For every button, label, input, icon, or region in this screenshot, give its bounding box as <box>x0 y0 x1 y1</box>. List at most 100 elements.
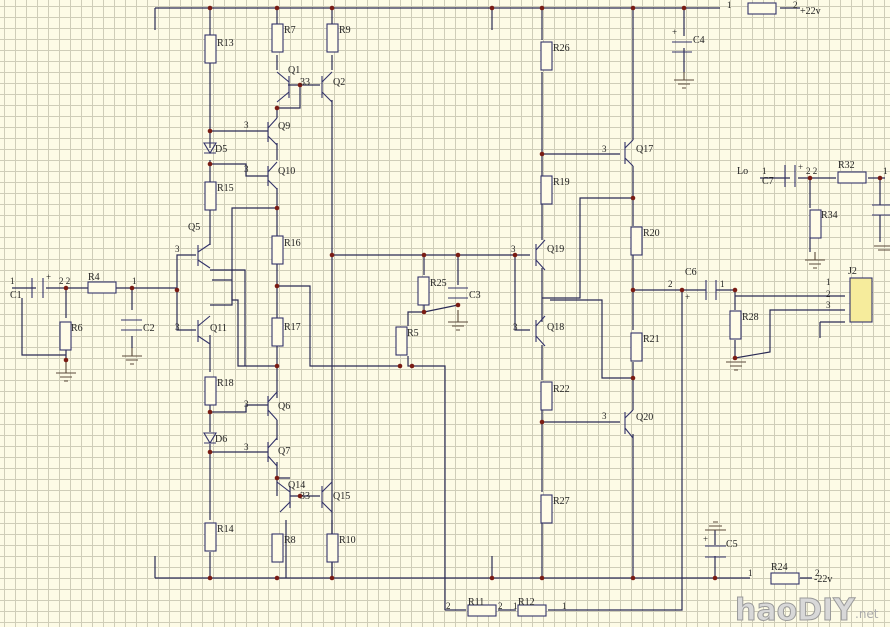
pin-label: 1 <box>562 601 567 611</box>
pin-numbers: 1 + 2 2 1 3 3 3 3 3 3 3 3 3 3 + 1 2 2 + … <box>10 0 888 611</box>
label-plus22v: +22v <box>800 6 821 17</box>
transistor-q9[interactable] <box>267 117 278 146</box>
transistor-q18[interactable] <box>535 315 546 347</box>
ground-icon <box>448 310 468 331</box>
capacitor-c3[interactable] <box>448 287 468 299</box>
capacitor-c1[interactable] <box>31 278 44 298</box>
label-q19: Q19 <box>547 244 564 255</box>
capacitor-c4[interactable] <box>672 41 692 53</box>
pin-label: 3 <box>511 244 516 254</box>
resistor-r7[interactable] <box>271 23 284 53</box>
resistor-r8[interactable] <box>271 533 284 563</box>
label-q17: Q17 <box>636 144 653 155</box>
resistor-r17[interactable] <box>271 317 284 347</box>
pin-label: 2 2 <box>806 166 817 176</box>
label-r24: R24 <box>771 562 788 573</box>
transistor-q6[interactable] <box>267 391 278 421</box>
resistor-r26[interactable] <box>540 41 553 71</box>
capacitor-partial[interactable] <box>872 204 890 216</box>
resistor-r13[interactable] <box>204 34 217 64</box>
watermark-suffix: .net <box>855 607 879 621</box>
pin-label: 3 <box>826 300 831 310</box>
resistor-r14[interactable] <box>204 522 217 552</box>
resistor-r11[interactable] <box>467 604 497 617</box>
transistor-q19[interactable] <box>535 239 546 271</box>
label-33-top: 33 <box>300 77 310 88</box>
transistor-q5[interactable] <box>197 243 211 269</box>
resistor-r12[interactable] <box>517 604 547 617</box>
resistor-r22[interactable] <box>540 381 553 411</box>
label-r4: R4 <box>88 272 100 283</box>
transistors <box>197 71 634 513</box>
transistor-q15[interactable] <box>321 481 333 513</box>
resistor-r6[interactable] <box>59 321 72 351</box>
label-r19: R19 <box>553 177 570 188</box>
resistor-r24[interactable] <box>770 572 800 585</box>
pin-label: 2 <box>668 279 673 289</box>
resistor-r4[interactable] <box>87 281 117 294</box>
label-r14: R14 <box>217 524 234 535</box>
transistor-q17[interactable] <box>624 139 634 167</box>
transistor-q11[interactable] <box>197 315 211 345</box>
diode-d5[interactable] <box>203 142 217 155</box>
resistor-r25[interactable] <box>417 276 430 306</box>
transistor-q20[interactable] <box>624 409 634 439</box>
capacitors <box>31 41 890 558</box>
resistor-plus-rail[interactable] <box>747 2 777 15</box>
ground-icon <box>805 252 825 269</box>
pin-label: + <box>703 534 708 544</box>
label-j2: J2 <box>848 266 857 277</box>
transistor-q2[interactable] <box>321 71 333 103</box>
transistor-q7[interactable] <box>267 437 278 467</box>
resistor-r5[interactable] <box>395 326 408 356</box>
label-c5: C5 <box>726 539 738 550</box>
label-c3: C3 <box>469 290 481 301</box>
resistor-r10[interactable] <box>326 533 339 563</box>
ground-icon <box>122 348 142 365</box>
pin-label: 3 <box>244 442 249 452</box>
resistor-r9[interactable] <box>326 23 339 53</box>
resistor-r15[interactable] <box>204 181 217 211</box>
diode-d6[interactable] <box>203 432 217 445</box>
pin-label: 1 <box>513 601 518 611</box>
capacitor-c6[interactable] <box>705 280 717 300</box>
label-c2: C2 <box>143 323 155 334</box>
capacitor-c5[interactable] <box>705 545 726 558</box>
capacitor-c2[interactable] <box>121 319 142 331</box>
connector-j2[interactable] <box>849 277 873 323</box>
resistor-r27[interactable] <box>540 494 553 524</box>
label-lo: Lo <box>737 166 748 177</box>
pin-label: + <box>672 27 677 37</box>
ground-icon <box>705 521 726 531</box>
transistor-q1[interactable] <box>276 71 290 103</box>
resistor-r18[interactable] <box>204 376 217 406</box>
ground-icon <box>726 361 746 371</box>
pin-label: + <box>685 292 690 302</box>
ground-icon <box>56 360 76 382</box>
resistor-r34[interactable] <box>809 209 822 239</box>
label-d6: D6 <box>215 434 227 445</box>
pin-label: 1 <box>883 166 888 176</box>
transistor-q14[interactable] <box>276 481 291 513</box>
diodes <box>203 142 217 445</box>
resistor-r19[interactable] <box>540 175 553 205</box>
resistor-r28[interactable] <box>729 310 742 340</box>
capacitor-c7[interactable] <box>784 165 796 187</box>
transistor-q10[interactable] <box>267 161 278 190</box>
pin-label: + <box>798 162 803 172</box>
resistor-r20[interactable] <box>630 226 643 256</box>
label-c7: C7 <box>762 176 774 187</box>
label-r5: R5 <box>407 328 419 339</box>
pin-label: 2 <box>826 289 831 299</box>
label-r6: R6 <box>71 323 83 334</box>
wires <box>12 7 885 611</box>
pin-label: 3 <box>513 322 518 332</box>
resistor-r32[interactable] <box>837 171 867 184</box>
label-c1: C1 <box>10 290 22 301</box>
resistor-r21[interactable] <box>630 332 643 362</box>
resistor-r16[interactable] <box>271 235 284 265</box>
label-r20: R20 <box>643 228 660 239</box>
pin-label: 2 2 <box>59 276 70 286</box>
pin-label: 3 <box>602 144 607 154</box>
